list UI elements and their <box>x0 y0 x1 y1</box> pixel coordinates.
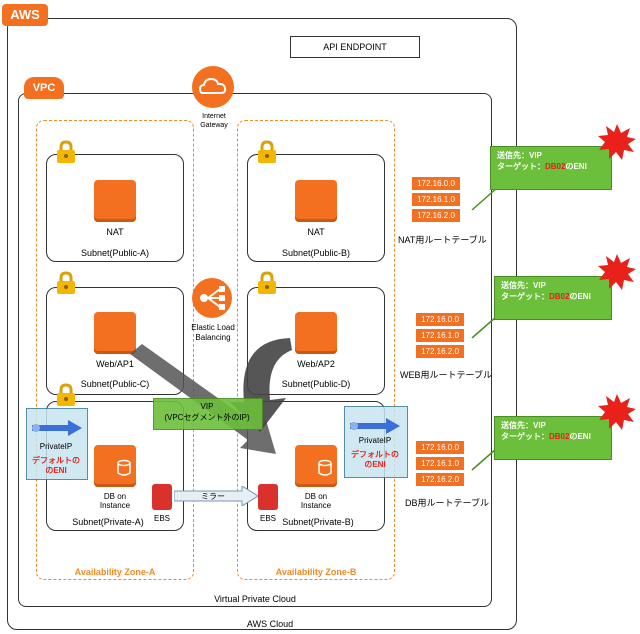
mirror-label: ミラー <box>201 492 225 501</box>
alert-starburst-icon <box>598 124 636 162</box>
route-table-web-row: 172.16.0.0 <box>416 313 464 326</box>
route-table-nat-row: 172.16.1.0 <box>412 193 460 206</box>
route-table-db-caption: DB用ルートテーブル <box>405 498 489 508</box>
callout-target: ターゲット：DB02のENI <box>501 292 591 301</box>
web-ap1-instance-icon <box>94 312 136 354</box>
route-table-db-row: 172.16.0.0 <box>416 441 464 454</box>
ebs-volume-icon <box>258 484 278 510</box>
arrow-right-icon <box>350 418 400 436</box>
callout-destination: 送信先：VIP <box>501 421 546 430</box>
lock-icon <box>54 140 78 166</box>
alert-starburst-icon <box>598 254 636 292</box>
internet-gateway-icon <box>192 66 234 108</box>
route-callout: 送信先：VIP ターゲット：DB02のENI <box>490 146 612 190</box>
aws-cloud-frame <box>7 18 517 630</box>
route-callout: 送信先：VIP ターゲット：DB02のENI <box>494 416 612 460</box>
db-instance-icon <box>94 445 136 487</box>
alert-starburst-icon <box>598 394 636 432</box>
private-ip-a-label: PrivateIP <box>39 442 73 451</box>
internet-gateway-label: Internet Gateway <box>200 113 228 129</box>
lock-icon <box>255 271 279 297</box>
aws-cloud-label: AWS Cloud <box>246 619 294 629</box>
default-eni-a-label: デフォルトの のENI <box>32 456 80 475</box>
az-b-label: Availability Zone-B <box>275 567 357 577</box>
route-table-web-row: 172.16.2.0 <box>416 345 464 358</box>
ebs-a-label: EBS <box>153 514 170 523</box>
ebs-b-label: EBS <box>259 514 276 523</box>
subnet-public-a <box>46 154 184 262</box>
private-ip-eni-box-b <box>344 406 408 478</box>
elastic-load-balancing-icon <box>192 278 232 318</box>
subnet-public-b-label: Subnet(Public-B) <box>281 248 351 258</box>
subnet-private-b-label: Subnet(Private-B) <box>282 517 354 527</box>
web-ap2-instance-icon <box>295 312 337 354</box>
lock-icon <box>54 383 78 409</box>
route-table-nat-row: 172.16.2.0 <box>412 209 460 222</box>
private-ip-b-label: PrivateIP <box>358 436 392 445</box>
web-ap1-label: Web/AP1 <box>96 359 134 369</box>
route-table-web-caption: WEB用ルートテーブル <box>400 370 492 380</box>
nat-instance-icon <box>295 180 337 222</box>
lock-icon <box>54 271 78 297</box>
db-b-label: DB on Instance <box>300 492 332 510</box>
vpc-label: Virtual Private Cloud <box>214 594 296 604</box>
web-ap2-label: Web/AP2 <box>297 359 335 369</box>
vpc-badge: VPC <box>24 77 64 99</box>
vip-box <box>153 398 263 430</box>
subnet-public-d-label: Subnet(Public-D) <box>281 379 351 389</box>
aws-badge: AWS <box>2 4 48 26</box>
api-endpoint-box: API ENDPOINT <box>290 36 420 58</box>
callout-destination: 送信先：VIP <box>497 151 542 160</box>
nat-instance-icon <box>94 180 136 222</box>
callout-destination: 送信先：VIP <box>501 281 546 290</box>
route-callout: 送信先：VIP ターゲット：DB02のENI <box>494 276 612 320</box>
vpc-frame <box>18 93 492 607</box>
db-a-label: DB on Instance <box>99 492 131 510</box>
subnet-public-a-label: Subnet(Public-A) <box>80 248 150 258</box>
availability-zone-a <box>36 120 194 580</box>
az-a-label: Availability Zone-A <box>74 567 156 577</box>
route-table-nat-row: 172.16.0.0 <box>412 177 460 190</box>
callout-target: ターゲット：DB02のENI <box>501 432 591 441</box>
private-ip-eni-box-a <box>26 408 88 480</box>
callout-target: ターゲット：DB02のENI <box>497 162 587 171</box>
mirror-arrow <box>173 485 259 508</box>
availability-zone-b <box>237 120 395 580</box>
vip-label: VIP (VPCセグメント外のIP) <box>164 402 250 422</box>
lock-icon <box>255 140 279 166</box>
route-table-db-row: 172.16.2.0 <box>416 473 464 486</box>
default-eni-b-label: デフォルトの のENI <box>351 450 399 469</box>
route-table-db-row: 172.16.1.0 <box>416 457 464 470</box>
nat-a-label: NAT <box>106 227 124 237</box>
route-table-web-row: 172.16.1.0 <box>416 329 464 342</box>
ebs-volume-icon <box>152 484 172 510</box>
subnet-public-c-label: Subnet(Public-C) <box>80 379 150 389</box>
route-table-nat-caption: NAT用ルートテーブル <box>398 235 487 245</box>
elb-label: Elastic Load Balancing <box>191 323 235 342</box>
db-instance-icon <box>295 445 337 487</box>
arrow-right-icon <box>32 420 82 438</box>
nat-b-label: NAT <box>307 227 325 237</box>
subnet-private-a-label: Subnet(Private-A) <box>72 517 144 527</box>
